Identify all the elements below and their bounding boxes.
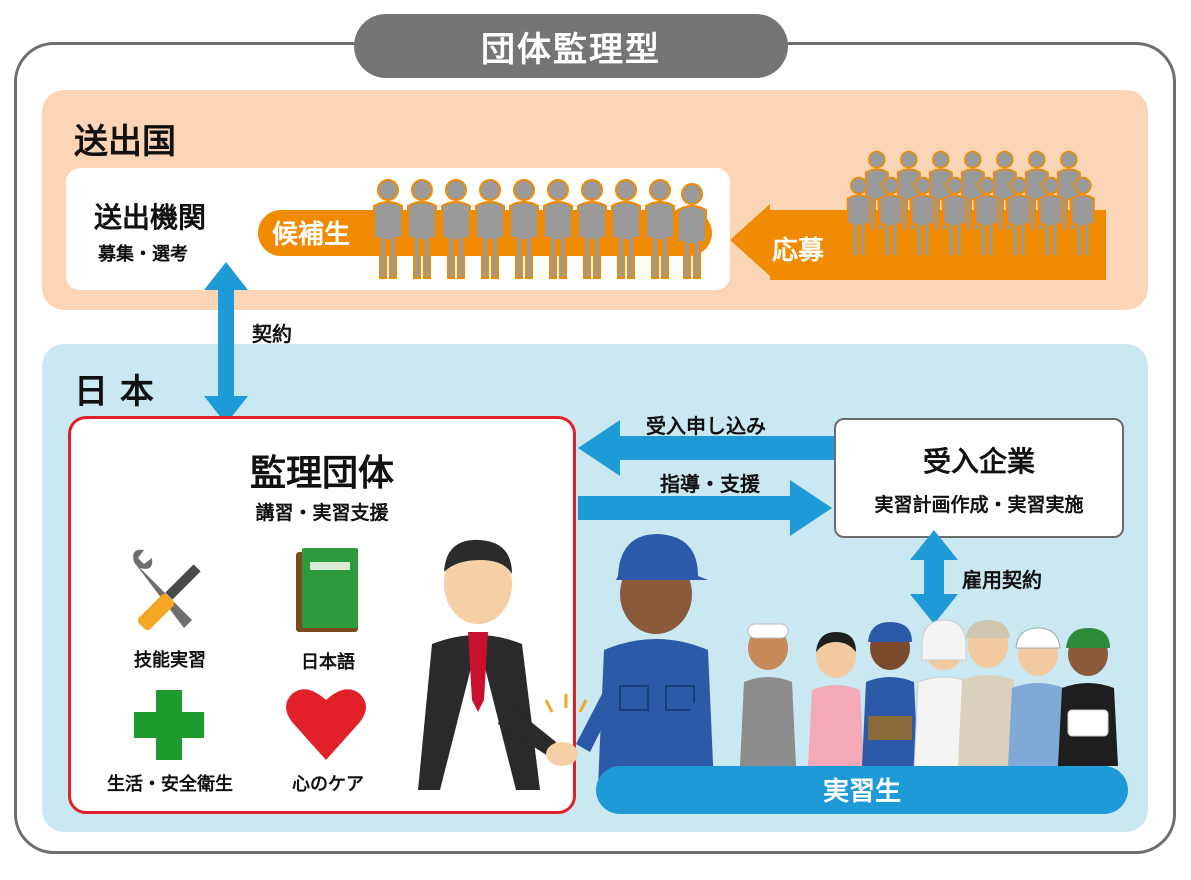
service-label-skills: 技能実習 <box>134 650 206 671</box>
acceptance-request-label: 受入申し込み <box>646 414 766 438</box>
application-label: 応募 <box>772 236 825 266</box>
sending-agency-title: 送出機関 <box>94 201 207 234</box>
trainee-bar <box>596 766 1128 814</box>
service-label-mental-care: 心のケア <box>292 774 364 795</box>
trainee-label: 実習生 <box>822 777 901 807</box>
service-label-japanese: 日本語 <box>301 652 355 673</box>
supervising-org-subtitle: 講習・実習支援 <box>255 502 389 524</box>
service-label-life-safety: 生活・安全衛生 <box>107 774 233 795</box>
host-company-title: 受入企業 <box>922 445 1035 478</box>
host-company-box <box>834 418 1124 538</box>
sending-agency-subtitle: 募集・選考 <box>98 244 188 265</box>
japan-title: 日 本 <box>74 372 154 412</box>
candidate-label: 候補生 <box>272 220 351 250</box>
guidance-support-label: 指導・支援 <box>660 472 760 496</box>
origin-country-title: 送出国 <box>74 122 176 162</box>
supervising-org-title: 監理団体 <box>249 453 394 494</box>
contract-label: 契約 <box>252 322 292 346</box>
host-company-subtitle: 実習計画作成・実習実施 <box>874 494 1084 516</box>
page-title: 団体監理型 <box>354 14 788 78</box>
employment-contract-label: 雇用契約 <box>962 568 1042 592</box>
